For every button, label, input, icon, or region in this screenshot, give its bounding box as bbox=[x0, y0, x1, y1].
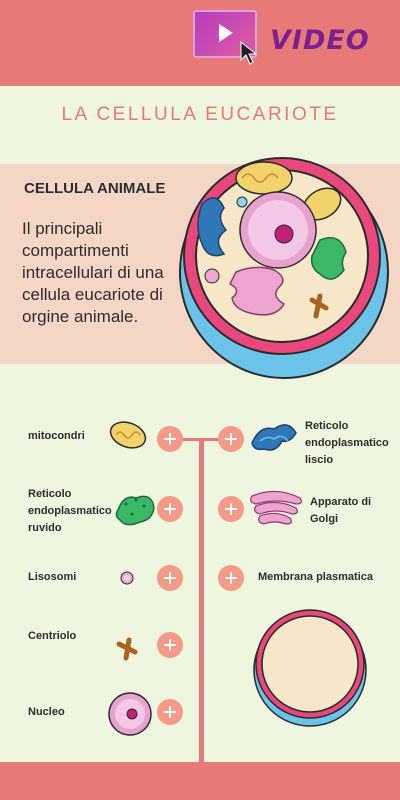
play-icon bbox=[219, 24, 233, 42]
video-button[interactable] bbox=[193, 6, 265, 65]
plasma-membrane-icon bbox=[253, 609, 367, 727]
expand-centriolo-button[interactable] bbox=[157, 632, 183, 658]
rough-er-icon bbox=[115, 495, 155, 526]
footer-bar bbox=[0, 762, 400, 800]
expand-reticolo-liscio-button[interactable] bbox=[218, 426, 244, 452]
diagram-trunk bbox=[199, 438, 204, 762]
centriole-icon bbox=[116, 637, 138, 661]
video-label[interactable]: VIDEO bbox=[270, 25, 370, 56]
smooth-er-icon bbox=[251, 424, 297, 451]
expand-lisosomi-button[interactable] bbox=[157, 565, 183, 591]
page-title: LA CELLULA EUCARIOTE bbox=[61, 104, 339, 125]
expand-golgi-button[interactable] bbox=[218, 496, 244, 522]
label-reticolo-liscio: Reticolo endoplasmatico liscio bbox=[305, 420, 389, 466]
expand-membrana-button[interactable] bbox=[218, 565, 244, 591]
lysosome-icon bbox=[120, 571, 134, 585]
mitochondria-icon bbox=[109, 421, 147, 449]
label-membrana: Membrana plasmatica bbox=[258, 571, 373, 583]
expand-mitocondri-button[interactable] bbox=[157, 426, 183, 452]
nucleus-icon bbox=[108, 692, 152, 736]
expand-nucleo-button[interactable] bbox=[157, 699, 183, 725]
expand-reticolo-ruvido-button[interactable] bbox=[157, 496, 183, 522]
label-centriolo: Centriolo bbox=[28, 630, 77, 642]
cursor-icon bbox=[240, 40, 258, 65]
panel-heading: CELLULA ANIMALE bbox=[24, 180, 166, 197]
label-mitocondri: mitocondri bbox=[28, 430, 85, 442]
branch-top-right bbox=[199, 438, 230, 441]
label-reticolo-ruvido: Reticolo endoplasmatico ruvido bbox=[28, 488, 112, 534]
panel-description: Il principali compartimenti intracellula… bbox=[22, 219, 164, 326]
animal-cell-illustration bbox=[179, 157, 389, 379]
label-golgi: Apparato di Golgi bbox=[310, 496, 372, 525]
label-nucleo: Nucleo bbox=[28, 706, 65, 718]
branch-top-left bbox=[172, 438, 202, 441]
golgi-icon bbox=[250, 490, 302, 525]
label-lisosomi: Lisosomi bbox=[28, 571, 77, 583]
